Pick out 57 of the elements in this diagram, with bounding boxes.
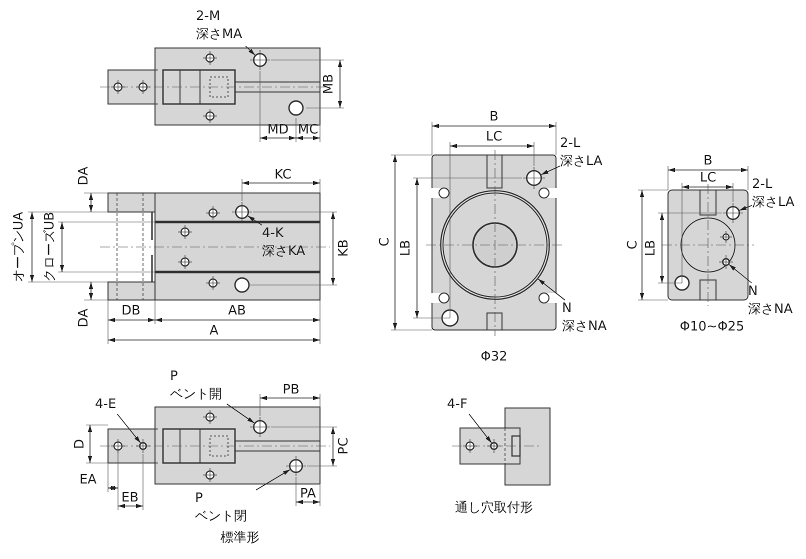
dimension-label: PA [300, 486, 316, 502]
callout-label: ベント開 [170, 386, 223, 404]
leader-line [728, 264, 752, 284]
callout-label: P [170, 368, 179, 386]
leader-line [247, 215, 262, 226]
callout-label: P [195, 490, 204, 508]
leader-line [245, 46, 256, 56]
leader-line [226, 404, 255, 424]
callout-label: 4-K [262, 225, 284, 243]
callout-label: 深さKA [262, 243, 306, 261]
dimension-label: B [490, 110, 498, 124]
dimension-label: A [210, 324, 218, 338]
leader-line [739, 205, 752, 211]
dimension-label: DA [76, 166, 92, 186]
dimension-label: DA [76, 308, 92, 328]
dimension-label: MD [267, 122, 289, 138]
view-caption: 標準形 [220, 530, 260, 546]
callout-label: N [562, 300, 573, 318]
callout-label: 深さMA [196, 26, 244, 44]
callout-label: 2-L [560, 135, 582, 153]
dimension-label: C [626, 240, 640, 250]
dimension-label: PB [282, 382, 300, 398]
callout-label: 4-F [447, 396, 468, 414]
dimension-label: LC [486, 130, 502, 144]
dimension-label: オープンUA [12, 212, 26, 282]
leader-line [540, 166, 560, 176]
leader-line [256, 469, 290, 490]
dimension-label: B [704, 154, 712, 168]
callout-label: N [748, 283, 759, 301]
callout-label: 深さNA [748, 301, 794, 319]
callout-label: ベント閉 [195, 508, 248, 526]
leader-line [116, 414, 141, 444]
view-caption: 通し穴取付形 [455, 500, 533, 516]
dimension-label: LB [398, 240, 414, 256]
dimension-label: D [72, 439, 88, 449]
callout-label: 深さLA [752, 194, 796, 212]
dimension-label: LB [644, 240, 658, 256]
callout-label: 深さNA [562, 318, 608, 336]
dimension-label: C [378, 237, 392, 247]
dimension-label: EA [79, 472, 97, 488]
callout-label: 2-M [196, 8, 222, 26]
dimension-label: EB [121, 490, 139, 506]
callout-label: 深さLA [560, 153, 604, 171]
dimension-label: KC [274, 168, 292, 182]
dimension-label: MB [322, 74, 336, 94]
dimension-label: クローズUB [42, 212, 58, 282]
dimension-label: DB [122, 304, 140, 318]
view-caption: Φ32 [480, 350, 508, 364]
dimension-label: KB [336, 239, 352, 257]
callout-label: 4-E [95, 396, 118, 414]
dimension-label: MC [298, 122, 318, 138]
leader-line [468, 414, 492, 444]
view-caption: Φ10~Φ25 [680, 320, 744, 334]
callout-label: 2-L [752, 176, 774, 194]
dimension-label: PC [336, 438, 352, 454]
dimension-label: AB [228, 304, 246, 318]
dimension-label: LC [700, 170, 716, 186]
